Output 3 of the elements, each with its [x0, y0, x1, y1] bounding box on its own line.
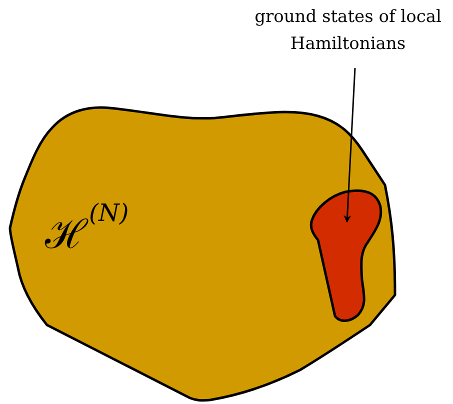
arrow: [344, 68, 356, 223]
math-symbol: ℋ$^{(N)}$: [45, 205, 129, 260]
annotation-text: ground states of local Hamiltonians: [254, 6, 442, 56]
